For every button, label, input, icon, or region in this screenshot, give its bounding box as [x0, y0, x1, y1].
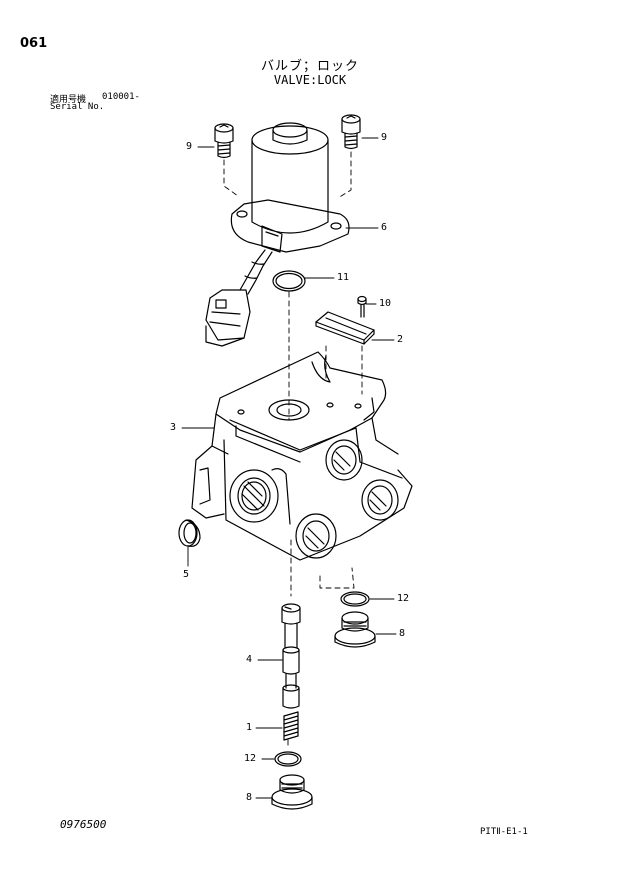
solenoid-wire-harness	[205, 249, 273, 347]
part-11-o-ring	[272, 270, 306, 292]
part-9-right-bolt	[341, 114, 361, 150]
page-code: PITⅡ-E1-1	[480, 827, 528, 837]
part-2-plate	[315, 311, 375, 345]
part-8-plug-bottom	[271, 774, 313, 810]
serial-label-japanese: 適用号機	[50, 95, 87, 105]
document-number: 0976500	[60, 818, 107, 831]
part-8-plug-mid	[334, 611, 376, 648]
callout-5: 5	[183, 569, 190, 580]
callout-8-bottom: 8	[246, 792, 253, 803]
callout-11: 11	[337, 272, 350, 283]
title-japanese: バルブ；ロック	[260, 59, 359, 74]
serial-label-english: Serial No.	[50, 102, 105, 112]
callout-12-mid: 12	[397, 593, 410, 604]
leader-lines	[181, 137, 397, 799]
callout-6: 6	[381, 222, 388, 233]
callout-4: 4	[246, 654, 253, 665]
page-number: 061	[20, 36, 48, 51]
part-9-left-bolt	[214, 123, 234, 159]
callout-12-bottom: 12	[244, 753, 257, 764]
part-5-seal	[178, 519, 201, 547]
callout-1: 1	[246, 722, 253, 733]
callout-9-right: 9	[381, 132, 388, 143]
callout-2: 2	[397, 334, 404, 345]
title-english: VALVE:LOCK	[273, 73, 347, 87]
callout-9-left: 9	[186, 141, 193, 152]
callout-3: 3	[170, 422, 177, 433]
callout-10: 10	[379, 298, 392, 309]
serial-value: 010001-	[102, 92, 140, 102]
part-6-solenoid	[230, 122, 350, 253]
part-10-screw	[357, 295, 367, 318]
part-3-valve-body	[191, 351, 413, 561]
part-12-o-ring-bottom	[274, 751, 302, 767]
bolt-alignment-lines	[223, 151, 352, 199]
callout-8-mid: 8	[399, 628, 406, 639]
part-4-spool	[281, 603, 301, 709]
part-12-o-ring-mid	[340, 591, 370, 607]
part-1-spring	[283, 711, 299, 741]
